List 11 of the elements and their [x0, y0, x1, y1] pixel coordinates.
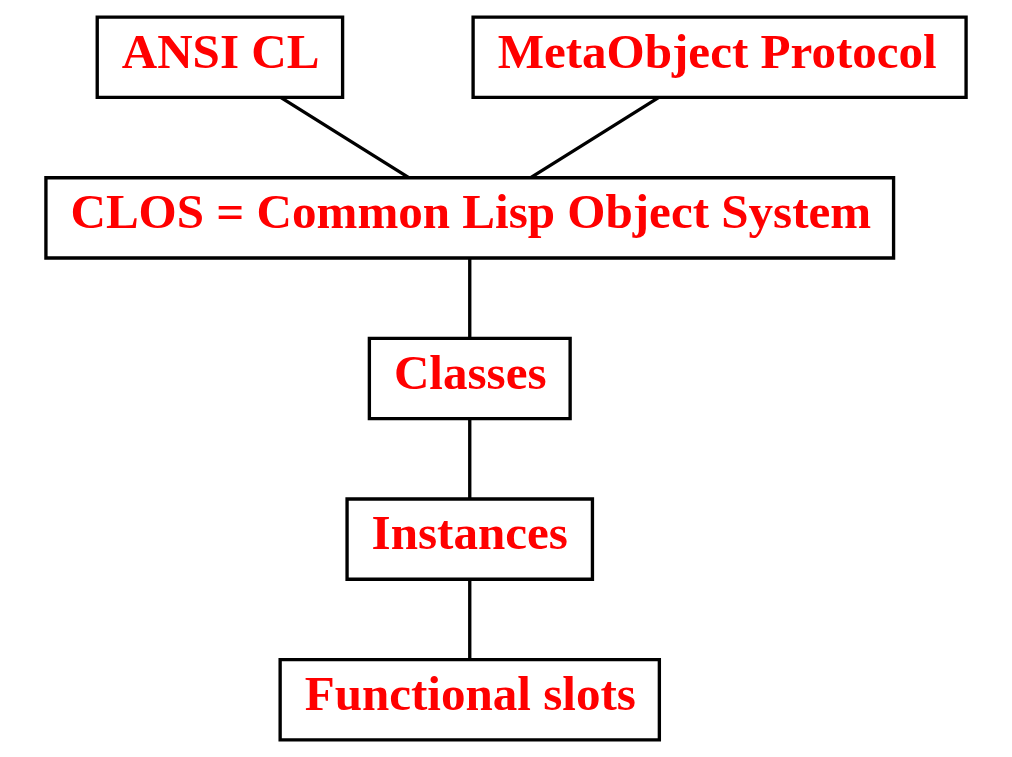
node-box: Functional slots: [278, 657, 662, 742]
connector: [468, 258, 472, 339]
node-box: ANSI CL: [95, 15, 345, 100]
node-box: MetaObject Protocol: [471, 15, 968, 100]
connector: [530, 96, 660, 179]
connector: [468, 579, 472, 660]
node-box: Classes: [367, 336, 572, 421]
connector: [280, 96, 410, 179]
connector: [468, 419, 472, 499]
node-box: CLOS = Common Lisp Object System: [44, 176, 896, 260]
node-box: Instances: [345, 497, 595, 581]
